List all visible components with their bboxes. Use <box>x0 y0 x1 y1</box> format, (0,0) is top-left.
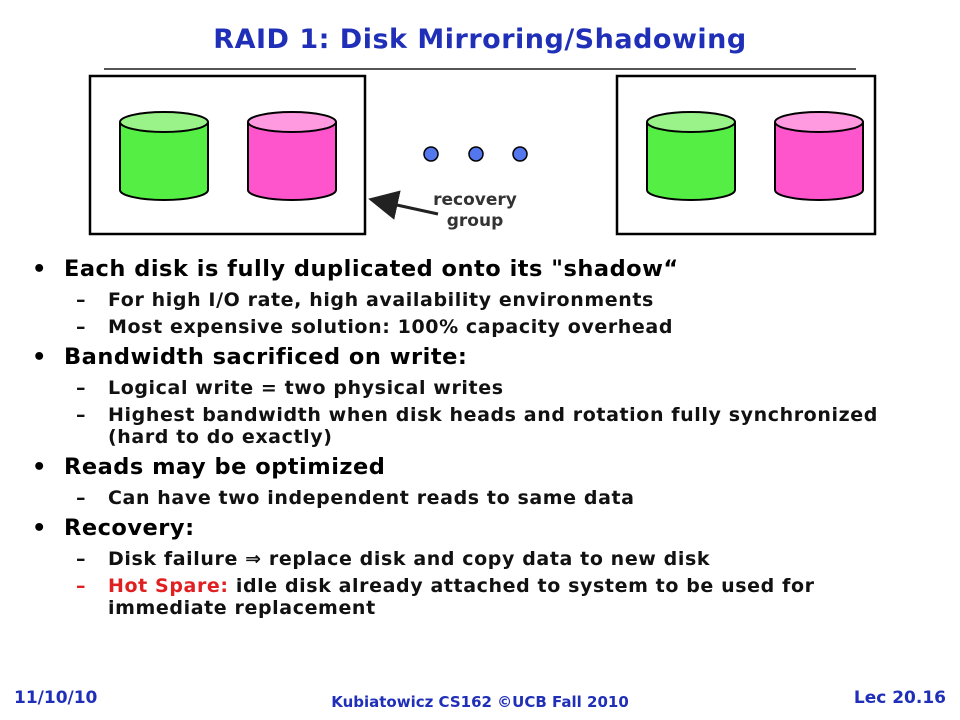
recovery-label-line1: recovery <box>433 190 517 210</box>
shadow-disk-icon-left <box>247 111 337 201</box>
title-divider <box>104 68 856 70</box>
sub-bullet-item: –Highest bandwidth when disk heads and r… <box>76 404 878 448</box>
bullet-item: •Reads may be optimized <box>32 454 386 480</box>
recovery-label-line2: group <box>446 211 504 231</box>
recovery-group-box-left <box>88 74 367 236</box>
primary-disk-icon-right <box>646 111 736 201</box>
slide-title: RAID 1: Disk Mirroring/Shadowing <box>213 24 747 55</box>
ellipsis-dot-icon <box>468 146 484 162</box>
bullet-item: •Bandwidth sacrificed on write: <box>32 344 468 370</box>
sub-bullet-item: –Most expensive solution: 100% capacity … <box>76 316 674 338</box>
pointer-arrow-icon <box>368 190 439 220</box>
primary-disk-icon-left <box>119 111 209 201</box>
footer-course: Kubiatowicz CS162 ©UCB Fall 2010 <box>331 693 629 711</box>
bullet-item: •Each disk is fully duplicated onto its … <box>32 256 679 282</box>
recovery-group-box-right <box>615 74 877 236</box>
footer-date: 11/10/10 <box>14 688 98 708</box>
shadow-disk-icon-right <box>774 111 864 201</box>
recovery-group-label: recovery group <box>420 190 530 232</box>
bullet-list: •Each disk is fully duplicated onto its … <box>30 250 930 619</box>
raid-diagram <box>88 74 877 236</box>
hot-spare-label: Hot Spare: <box>108 575 229 597</box>
sub-bullet-item: –Disk failure ⇒ replace disk and copy da… <box>76 548 711 570</box>
footer-lecture: Lec 20.16 <box>853 688 946 708</box>
sub-bullet-item: –Can have two independent reads to same … <box>76 487 635 509</box>
sub-bullet-item: –For high I/O rate, high availability en… <box>76 289 654 311</box>
sub-bullet-item: –Logical write = two physical writes <box>76 377 504 399</box>
ellipsis-dot-icon <box>512 146 528 162</box>
sub-bullet-item-hot-spare: –Hot Spare: idle disk already attached t… <box>76 575 815 619</box>
ellipsis-dot-icon <box>423 146 439 162</box>
bullet-item: •Recovery: <box>32 515 195 541</box>
hot-spare-text: idle disk already attached to system to … <box>108 575 815 619</box>
